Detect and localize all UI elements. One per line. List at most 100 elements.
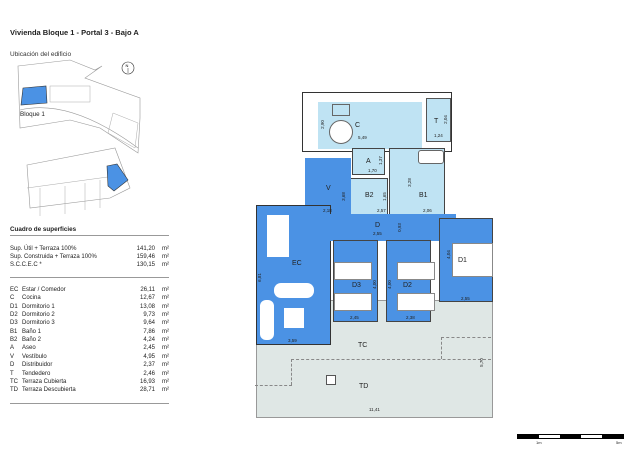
dim-text: 1,24 — [434, 133, 443, 138]
room-code: D3 — [10, 320, 18, 327]
scale-end: 5m — [616, 440, 622, 445]
dim-text: 2,45 — [350, 315, 359, 320]
divider — [10, 403, 169, 404]
dim-text: 2,06 — [423, 208, 432, 213]
room-code: V — [10, 353, 15, 360]
summary-value: 130,15 — [136, 262, 155, 269]
room-code: TD — [10, 387, 18, 394]
room-area: 4,95 — [143, 353, 155, 360]
bed-icon — [397, 262, 435, 280]
dim-text: 6,81 — [256, 273, 262, 282]
unit: m² — [162, 312, 169, 319]
label-v: V — [326, 185, 331, 192]
label-tc: TC — [358, 342, 368, 349]
dim-text: 1,65 — [381, 192, 387, 201]
summary-label: S.C.C.E.C * — [10, 262, 42, 269]
unit: m² — [162, 353, 169, 360]
room-bath-2 — [350, 178, 388, 215]
terrace-divider — [441, 337, 442, 359]
divider — [10, 235, 169, 236]
dim-text: 2,55 — [373, 231, 382, 236]
unit: m² — [162, 246, 169, 252]
room-area: 2,37 — [143, 362, 155, 369]
room-code: EC — [10, 287, 19, 293]
room-name: Vestíbulo — [22, 353, 47, 360]
scale-bar — [517, 434, 624, 439]
room-row: V Vestíbulo 4,95 m² — [10, 353, 169, 361]
unit: m² — [162, 362, 169, 369]
coffee-table-icon — [284, 308, 304, 328]
label-d2: D2 — [403, 282, 412, 289]
room-code: D — [10, 362, 15, 369]
site-map: N — [17, 59, 141, 216]
room-code: T — [10, 370, 14, 377]
unit: m² — [162, 303, 169, 310]
dim-text: 2,04 — [442, 115, 448, 124]
surfaces-title: Cuadro de superficies — [10, 226, 77, 233]
dim-text: 2,38 — [406, 315, 415, 320]
dim-text: 2,90 — [319, 120, 325, 129]
summary-label: Sup. Útil + Terraza 100% — [10, 246, 77, 252]
dim-text: 1,70 — [368, 168, 377, 173]
unit: m² — [162, 328, 169, 335]
unit: m² — [162, 370, 169, 377]
dim-text: 1,37 — [377, 156, 383, 165]
room-code: A — [10, 345, 15, 352]
summary-row: S.C.C.E.C * 130,15 m² — [10, 261, 169, 269]
page-title: Vivienda Bloque 1 - Portal 3 - Bajo A — [10, 28, 139, 37]
block-1-highlight — [20, 85, 48, 106]
room-code: D1 — [10, 303, 18, 310]
dining-table-icon — [267, 215, 289, 257]
unit: m² — [162, 378, 169, 385]
room-name: Estar / Comedor — [22, 287, 66, 293]
dim-text: 2,57 — [377, 208, 386, 213]
bed-icon — [334, 293, 372, 311]
room-area: 26,11 — [140, 287, 155, 293]
bed-icon — [334, 262, 372, 280]
room-code: B1 — [10, 328, 18, 335]
room-distributor — [330, 214, 456, 241]
dim-text: 11,41 — [369, 407, 380, 412]
room-name: Baño 2 — [22, 337, 42, 344]
stove-icon — [332, 104, 350, 116]
dim-text: 4,00 — [371, 280, 377, 289]
room-name: Terraza Cubierta — [22, 378, 67, 385]
dim-text: 4,00 — [386, 280, 392, 289]
dining-table-icon — [329, 120, 353, 144]
room-area: 13,08 — [139, 303, 155, 310]
label-d: D — [375, 222, 381, 229]
summary-value: 159,46 — [136, 254, 155, 261]
sofa-icon — [274, 283, 314, 298]
label-td: TD — [359, 383, 369, 390]
unit: m² — [162, 387, 169, 394]
terrace-divider — [291, 359, 292, 385]
room-row: D Distribuidor 2,37 m² — [10, 361, 169, 369]
room-code: D2 — [10, 312, 18, 319]
room-name: Distribuidor — [22, 362, 53, 369]
room-area: 16,93 — [139, 378, 155, 385]
room-area: 9,64 — [143, 320, 155, 327]
planter-icon — [326, 375, 336, 385]
label-ec: EC — [292, 260, 302, 267]
label-a: A — [366, 158, 371, 165]
dim-text: 2,18 — [323, 208, 332, 213]
dim-text: 0,93 — [396, 223, 402, 232]
unit: m² — [162, 337, 169, 344]
room-area: 28,71 — [139, 387, 155, 394]
label-d1: D1 — [458, 257, 467, 264]
unit: m² — [162, 262, 169, 269]
label-d3: D3 — [352, 282, 361, 289]
scale-start: 1m — [536, 440, 542, 445]
room-toilet — [352, 148, 385, 175]
bed-icon — [452, 243, 493, 277]
